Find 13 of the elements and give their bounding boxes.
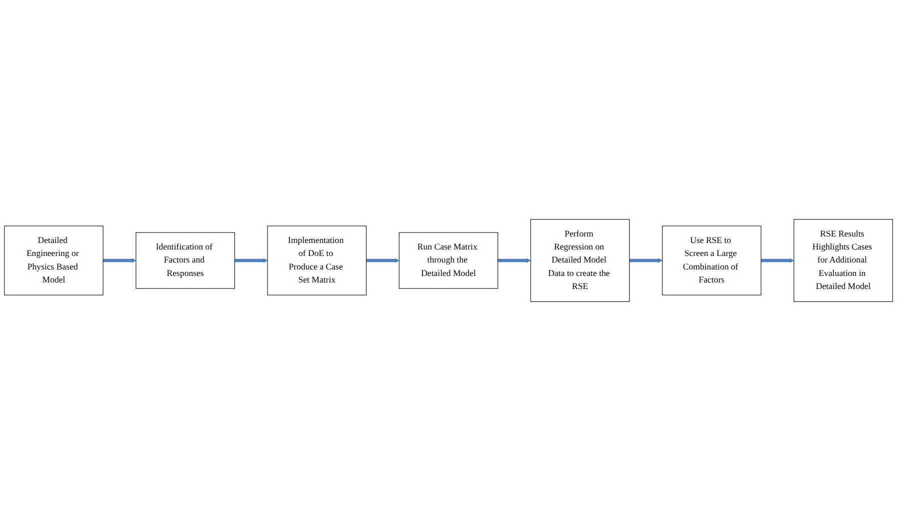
node-box: Identification of Factors and Responses: [136, 232, 235, 290]
arrow: [366, 258, 400, 264]
arrow: [629, 258, 663, 264]
node-box: Run Case Matrix through the Detailed Model: [398, 232, 498, 290]
node-box: Detailed Engineering or Physics Based Model: [4, 226, 104, 296]
node-box: Implementation of DoE to Produce a Case Set Matrix: [267, 226, 367, 296]
node-box: RSE Results Highlights Cases for Additional Evaluation in Detailed Model: [794, 220, 893, 302]
arrow: [498, 258, 531, 264]
node-box: Perform Regression on Detailed Model Data to create the RSE: [530, 220, 630, 302]
arrow: [103, 258, 136, 264]
node-box: Use RSE to Screen a Large Combination of Factors: [662, 226, 762, 296]
arrow: [234, 258, 268, 264]
arrow: [761, 258, 794, 264]
